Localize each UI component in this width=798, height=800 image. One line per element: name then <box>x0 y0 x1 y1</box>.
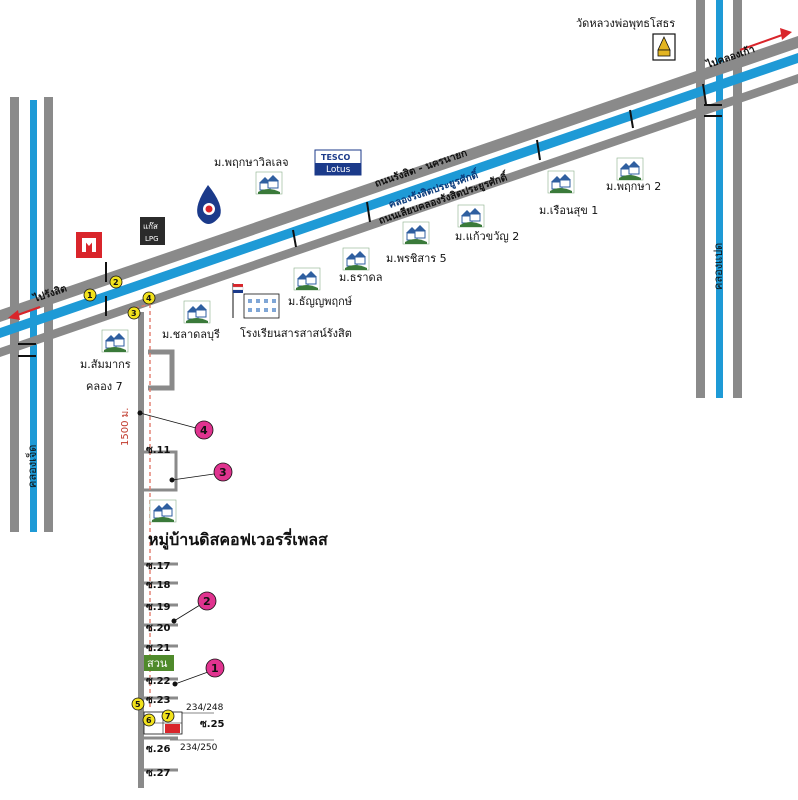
road-right-vertical-1 <box>696 0 705 398</box>
label-soi-17: ซ.17 <box>146 561 171 572</box>
yellow-marker-2: 2 <box>109 275 123 289</box>
garden-box <box>144 655 174 671</box>
label-khlong-7: คลอง 7 <box>86 380 123 393</box>
temple-icon <box>652 33 676 61</box>
label-soi-19: ซ.19 <box>146 602 171 613</box>
road-soi-11-loop <box>144 450 178 492</box>
label-house-number-2: 234/250 <box>180 743 218 753</box>
label-khlong-7-vertical: คลองเจ็ด <box>25 445 39 488</box>
label-soi-21: ซ.21 <box>146 643 171 654</box>
canal-rangsit-prayoonsak <box>0 53 798 338</box>
label-soi-20: ซ.20 <box>146 623 171 634</box>
svg-text:2: 2 <box>113 278 119 287</box>
yellow-marker-3: 3 <box>127 306 141 320</box>
svg-text:3: 3 <box>219 466 227 479</box>
village-icon-kaew-kwan-2 <box>457 204 485 228</box>
tesco-lotus-logo: TESCO Lotus <box>314 149 362 176</box>
ptt-station-icon <box>197 185 221 224</box>
pink-marker-2: 2 <box>171 591 217 624</box>
arrow-to-rangsit <box>8 306 41 320</box>
label-pruksa-2: ม.พฤกษา 2 <box>606 180 661 193</box>
arrow-to-khlong-9 <box>739 28 792 51</box>
label-soi-11: ซ.11 <box>146 445 171 456</box>
label-distance: 1500 ม. <box>120 408 131 446</box>
canal-khlong-7-vertical <box>30 100 37 532</box>
label-ruen-suk-1: ม.เรือนสุข 1 <box>539 204 598 217</box>
soi-stubs <box>144 562 178 772</box>
label-soi-26: ซ.26 <box>146 744 171 755</box>
svg-text:1: 1 <box>211 662 219 675</box>
village-icon-chaladol-buri <box>183 300 211 324</box>
school-icon <box>232 283 280 319</box>
label-tharadol: ม.ธราดล <box>339 271 382 284</box>
label-temple: วัดหลวงพ่อพุทธโสธร <box>576 16 675 30</box>
village-icon-ruen-suk-1 <box>547 170 575 194</box>
village-icon-pornchisan-5 <box>402 221 430 245</box>
label-khlong-8-vertical: คลองแปด <box>712 243 725 290</box>
pink-marker-1: 1 <box>172 658 225 687</box>
label-soi-22: ซ.22 <box>146 676 171 687</box>
label-soi-27: ซ.27 <box>146 768 171 779</box>
label-sammakorn: ม.สัมมากร <box>80 358 131 371</box>
label-kaew-kwan-2: ม.แก้วขวัญ 2 <box>455 230 519 243</box>
svg-text:3: 3 <box>131 309 137 318</box>
svg-text:4: 4 <box>200 424 208 437</box>
yellow-marker-4: 4 <box>142 291 156 305</box>
label-garden: สวน <box>147 657 168 670</box>
red-brand-logo-icon <box>76 232 102 258</box>
svg-text:2: 2 <box>203 595 211 608</box>
village-icon-tharadol <box>342 247 370 271</box>
pink-marker-4: 4 <box>137 410 214 440</box>
village-icon-discovery-place <box>149 499 177 523</box>
bridge-marks <box>18 83 722 357</box>
label-soi-25: ซ.25 <box>200 719 225 730</box>
road-khlong-7-loop <box>148 349 175 391</box>
village-icon-pruksa-village <box>255 171 283 195</box>
yellow-marker-5: 5 <box>131 697 145 711</box>
label-soi-18: ซ.18 <box>146 580 171 591</box>
label-discovery-place: หมู่บ้านดิสคอฟเวอรรี่เพลส <box>148 528 328 551</box>
svg-text:4: 4 <box>146 294 152 303</box>
village-icon-sammakorn <box>101 329 129 353</box>
svg-text:แก๊ส: แก๊ส <box>143 221 158 231</box>
label-thanyapruek: ม.ธัญญพฤกษ์ <box>288 295 352 308</box>
pink-marker-3: 3 <box>169 462 233 483</box>
village-icon-thanyapruek <box>293 267 321 291</box>
svg-text:1: 1 <box>87 291 93 300</box>
yellow-marker-7: 7 <box>161 709 175 723</box>
svg-text:TESCO: TESCO <box>321 153 351 162</box>
svg-text:LPG: LPG <box>145 235 159 243</box>
yellow-marker-6: 6 <box>142 713 156 727</box>
label-school: โรงเรียนสารสาสน์รังสิต <box>240 326 352 340</box>
road-right-vertical-2 <box>733 0 742 398</box>
road-khlong-7-soi <box>138 312 144 788</box>
label-pruksa-village: ม.พฤกษาวิลเลจ <box>214 156 289 169</box>
label-chaladol-buri: ม.ชลาดลบุรี <box>162 328 220 341</box>
svg-text:Lotus: Lotus <box>326 165 351 175</box>
svg-text:7: 7 <box>165 712 171 721</box>
svg-text:6: 6 <box>146 716 152 725</box>
lpg-station-icon: แก๊ส LPG <box>140 217 165 245</box>
road-canal-side <box>0 74 798 357</box>
village-icon-pruksa-2 <box>616 157 644 181</box>
yellow-marker-1: 1 <box>83 288 97 302</box>
label-house-number-1: 234/248 <box>186 703 224 713</box>
canal-khlong-8-vertical <box>716 0 723 398</box>
road-rangsit-nakhon-nayok <box>0 36 798 322</box>
label-pornchisan-5: ม.พรชิสาร 5 <box>386 252 447 265</box>
label-soi-23: ซ.23 <box>146 695 171 706</box>
svg-text:5: 5 <box>135 700 141 709</box>
